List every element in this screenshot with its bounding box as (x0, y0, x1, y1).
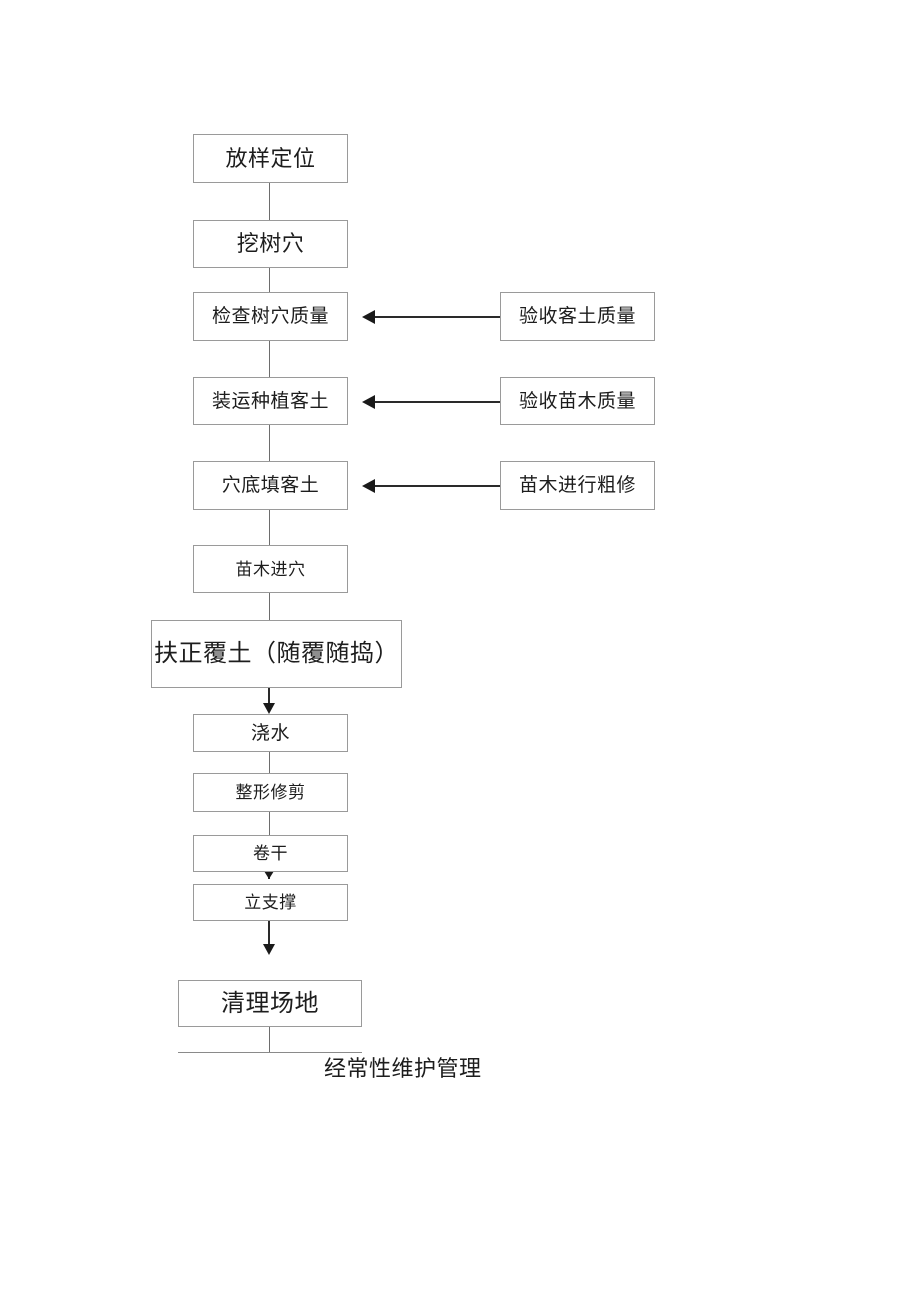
node-label: 立支撑 (244, 893, 297, 912)
connector-step2-step3 (269, 268, 270, 292)
node-label: 苗木进行粗修 (518, 475, 636, 496)
connector-step5-step6 (269, 510, 270, 545)
node-yanshou-ketu-zhiliang[interactable]: 验收客土质量 (500, 292, 655, 341)
connector-step12-maintenance (269, 1027, 270, 1053)
node-label: 浇水 (250, 722, 290, 744)
node-yanshou-miaomu-zhiliang[interactable]: 验收苗木质量 (500, 377, 655, 425)
node-label: 卷干 (253, 844, 288, 863)
node-label: 验收客土质量 (518, 306, 636, 327)
maintenance-rail (178, 1052, 362, 1053)
connector-step9-step10 (269, 812, 270, 835)
node-fuzheng-futu[interactable]: 扶正覆土（随覆随捣） (151, 620, 402, 688)
node-label: 验收苗木质量 (518, 390, 636, 412)
node-zhuangyun-zhongzhi-ketu[interactable]: 装运种植客土 (193, 377, 348, 425)
arrowhead-step10-step11-icon (264, 871, 274, 879)
connector-step6-step7 (269, 593, 270, 620)
connector-step11-step12 (268, 921, 270, 949)
connector-side2-step4 (373, 401, 500, 403)
connector-side1-step3 (373, 316, 500, 318)
node-label: 扶正覆土（随覆随捣） (154, 641, 399, 667)
node-juangan[interactable]: 卷干 (193, 835, 348, 872)
node-label: 整形修剪 (235, 783, 306, 802)
node-wa-shuxue[interactable]: 挖树穴 (193, 220, 348, 268)
node-label: 放样定位 (225, 145, 316, 171)
arrowhead-step7-step8-icon (263, 703, 275, 714)
node-jiaoshui[interactable]: 浇水 (193, 714, 348, 752)
node-zhengxing-xiujian[interactable]: 整形修剪 (193, 773, 348, 812)
node-label: 清理场地 (221, 990, 319, 1017)
node-miaomu-jinxing-cuxiu[interactable]: 苗木进行粗修 (500, 461, 655, 510)
node-xuedi-tian-ketu[interactable]: 穴底填客土 (193, 461, 348, 510)
node-qingli-changdi[interactable]: 清理场地 (178, 980, 362, 1027)
node-li-zhicheng[interactable]: 立支撑 (193, 884, 348, 921)
annotation-maintenance-label: 经常性维护管理 (324, 1056, 482, 1081)
node-jiancha-shuxue-zhiliang[interactable]: 检查树穴质量 (193, 292, 348, 341)
connector-step7-step8 (268, 688, 270, 706)
arrowhead-step11-step12-icon (263, 944, 275, 955)
arrowhead-side1-icon (362, 310, 375, 324)
arrowhead-side3-icon (362, 479, 375, 493)
node-label: 穴底填客土 (221, 475, 320, 496)
connector-side3-step5 (373, 485, 500, 487)
node-label: 检查树穴质量 (211, 306, 329, 327)
node-label: 苗木进穴 (235, 559, 306, 579)
node-label: 装运种植客土 (211, 390, 329, 412)
node-label: 挖树穴 (236, 231, 305, 256)
connector-step4-step5 (269, 425, 270, 461)
connector-step3-step4 (269, 341, 270, 377)
connector-step8-step9 (269, 752, 270, 773)
node-fangyang-dingwei[interactable]: 放样定位 (193, 134, 348, 183)
connector-step1-step2 (269, 183, 270, 220)
node-miaomu-jinxue[interactable]: 苗木进穴 (193, 545, 348, 593)
arrowhead-side2-icon (362, 395, 375, 409)
